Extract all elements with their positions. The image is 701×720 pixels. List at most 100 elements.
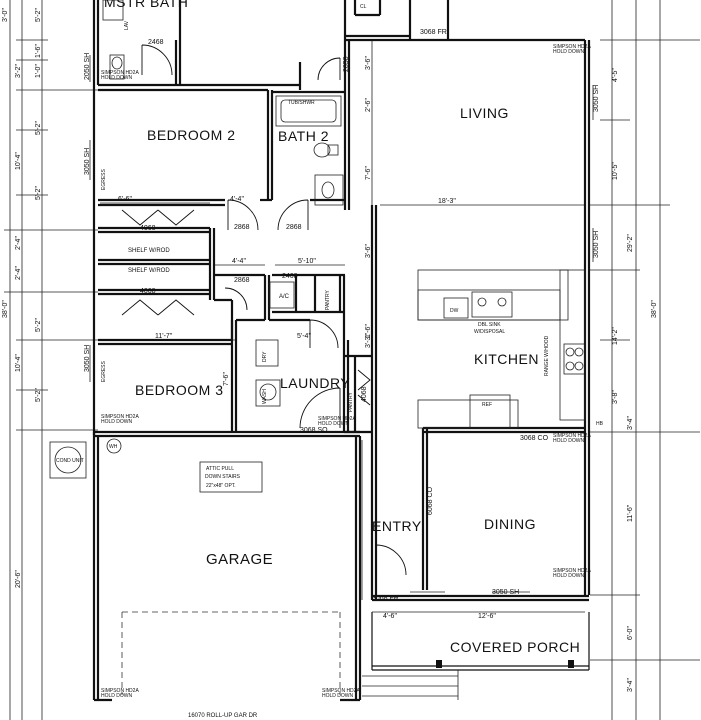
- kitchen-counters: [417, 269, 586, 429]
- simpson-note: SIMPSON HD2A: [553, 44, 591, 50]
- dim-7-6b: 7'-6": [223, 372, 230, 386]
- room-bedroom-3: BEDROOM 3: [135, 382, 224, 398]
- label-wash: WASH: [262, 389, 268, 404]
- room-bedroom-2: BEDROOM 2: [147, 127, 236, 143]
- dim-2468b: 2468: [282, 273, 298, 280]
- dim-10-4b: 10'-4": [15, 354, 22, 372]
- dim-7-6: 7'-6": [365, 166, 372, 180]
- dim-3-6a: 3'-6": [365, 56, 372, 70]
- label-pantry-2: PANTRY: [348, 392, 354, 412]
- simpson-note: SIMPSON HD2A: [322, 688, 360, 694]
- dim-2-6: 2'-6": [365, 98, 372, 112]
- dim-3068so: 3068 SO: [300, 427, 328, 434]
- simpson-note: SIMPSON HD2A: [553, 433, 591, 439]
- dim-2868a: 2868: [234, 224, 250, 231]
- dim-3-3: 3'-3": [365, 334, 372, 348]
- dim-4068c: 4068: [361, 386, 368, 402]
- dim-3068fr-bottom: 3068 FR: [372, 595, 399, 602]
- label-ac: A/C: [279, 294, 290, 300]
- dim-38-0-right: 38'-0": [651, 300, 658, 318]
- room-living: LIVING: [460, 105, 509, 121]
- dim-3-0a: 3'-0": [2, 8, 9, 22]
- dim-38-0: 38'-0": [2, 300, 9, 318]
- hold-down-note: HOLD DOWN: [553, 49, 585, 55]
- dim-6068co: 6068 CO: [427, 486, 434, 515]
- hold-down-note: HOLD DOWN: [553, 438, 585, 444]
- room-kitchen: KITCHEN: [474, 351, 539, 367]
- room-covered-porch: COVERED PORCH: [450, 639, 580, 655]
- dim-3050sh-living: 3050 SH: [593, 85, 600, 112]
- simpson-note: SIMPSON HD2A: [318, 416, 356, 422]
- label-wh: WH: [109, 444, 118, 450]
- label-dw: DW: [450, 308, 459, 314]
- label-garage-door: 16070 ROLL-UP GAR DR: [188, 713, 258, 719]
- dim-5-2b: 5'-2": [35, 121, 42, 135]
- dim-2868c: 2868: [234, 277, 250, 284]
- dim-1-6: 1'-6": [35, 44, 42, 58]
- label-hb: HB: [596, 421, 604, 427]
- dim-5-10: 5'-10": [298, 258, 316, 265]
- label-egress-2: EGRESS: [101, 360, 107, 382]
- hold-down-note: HOLD DOWN: [318, 421, 350, 427]
- dim-2858: 2858: [343, 56, 350, 72]
- room-garage: GARAGE: [206, 551, 273, 568]
- bath-fixtures: [49, 0, 344, 479]
- hold-down-note: HOLD DOWN: [322, 693, 354, 699]
- label-tub-shwr: TUB/SHWR: [288, 100, 315, 106]
- dim-3-8: 3'-8": [612, 390, 619, 404]
- dim-3068fr-top: 3068 FR: [420, 29, 447, 36]
- dim-4-5: 4'-5": [612, 68, 619, 82]
- hold-down-note: HOLD DOWN: [101, 75, 133, 81]
- window-marks: [89, 55, 594, 593]
- room-mstr-bath: MSTR BATH: [104, 0, 188, 10]
- hold-down-note: HOLD DOWN: [101, 419, 133, 425]
- garage-dashed: [121, 461, 341, 695]
- label-pantry-1: PANTRY: [325, 290, 331, 310]
- dim-2-4a: 2'-4": [15, 236, 22, 250]
- porch-steps: [362, 660, 574, 700]
- dim-3068co: 3068 CO: [520, 435, 549, 442]
- dimension-lines-left: [4, 0, 98, 720]
- dim-3050sh-kitchen: 3050 SH: [593, 231, 600, 258]
- dim-4068a: 4068: [140, 225, 156, 232]
- dim-14-2: 14'-2": [612, 327, 619, 345]
- dim-10-5: 10'-5": [612, 162, 619, 180]
- room-dining: DINING: [484, 516, 536, 532]
- dim-2868b: 2868: [286, 224, 302, 231]
- label-dbl-sink: DBL SINK: [478, 322, 501, 328]
- dim-5-2c: 5'-2": [35, 186, 42, 200]
- label-attic-size: 22"x48" OPT.: [206, 483, 236, 489]
- label-attic-pull: ATTIC PULL: [206, 466, 234, 472]
- dim-2-4b: 2'-4": [15, 266, 22, 280]
- simpson-note: SIMPSON HD2A: [553, 568, 591, 574]
- label-dry: DRY: [262, 351, 268, 362]
- walls: [92, 0, 591, 702]
- label-cond-unit: COND UNIT: [56, 458, 84, 464]
- dim-10-4a: 10'-4": [15, 152, 22, 170]
- label-disposal: W/DISPOSAL: [474, 329, 505, 335]
- dim-3-6b: 3'-6": [365, 244, 372, 258]
- label-attic-down: DOWN STAIRS: [205, 474, 241, 480]
- dim-11-6: 11'-6": [627, 504, 634, 522]
- dim-4-6: 4'-6": [383, 613, 397, 620]
- hold-down-note: HOLD DOWN: [101, 693, 133, 699]
- label-egress-1: EGRESS: [101, 168, 107, 190]
- dim-18-3: 18'-3": [438, 198, 456, 205]
- dim-5-4: 5'-4": [297, 333, 311, 340]
- simpson-note: SIMPSON HD2A: [101, 414, 139, 420]
- dim-5-2d: 5'-2": [35, 318, 42, 332]
- dim-29-2: 29'-2": [627, 234, 634, 252]
- dim-20-6: 20'-6": [15, 570, 22, 588]
- dim-4-4a: 4'-4": [230, 196, 244, 203]
- label-shelf-1: SHELF W/ROD: [128, 248, 170, 254]
- dim-2468-top: 2468: [148, 39, 164, 46]
- dim-1-0: 1'-0": [35, 64, 42, 78]
- dim-5-2e: 5'-2": [35, 388, 42, 402]
- dim-3-4b: 3'-4": [627, 416, 634, 430]
- label-cl: CL: [360, 4, 367, 10]
- label-lav: LAV: [124, 20, 130, 30]
- dim-12-6: 12'-6": [478, 613, 496, 620]
- dim-11-7: 11'-7": [155, 333, 173, 340]
- dim-3-4: 3'-4": [627, 678, 634, 692]
- room-laundry: LAUNDRY: [280, 375, 350, 391]
